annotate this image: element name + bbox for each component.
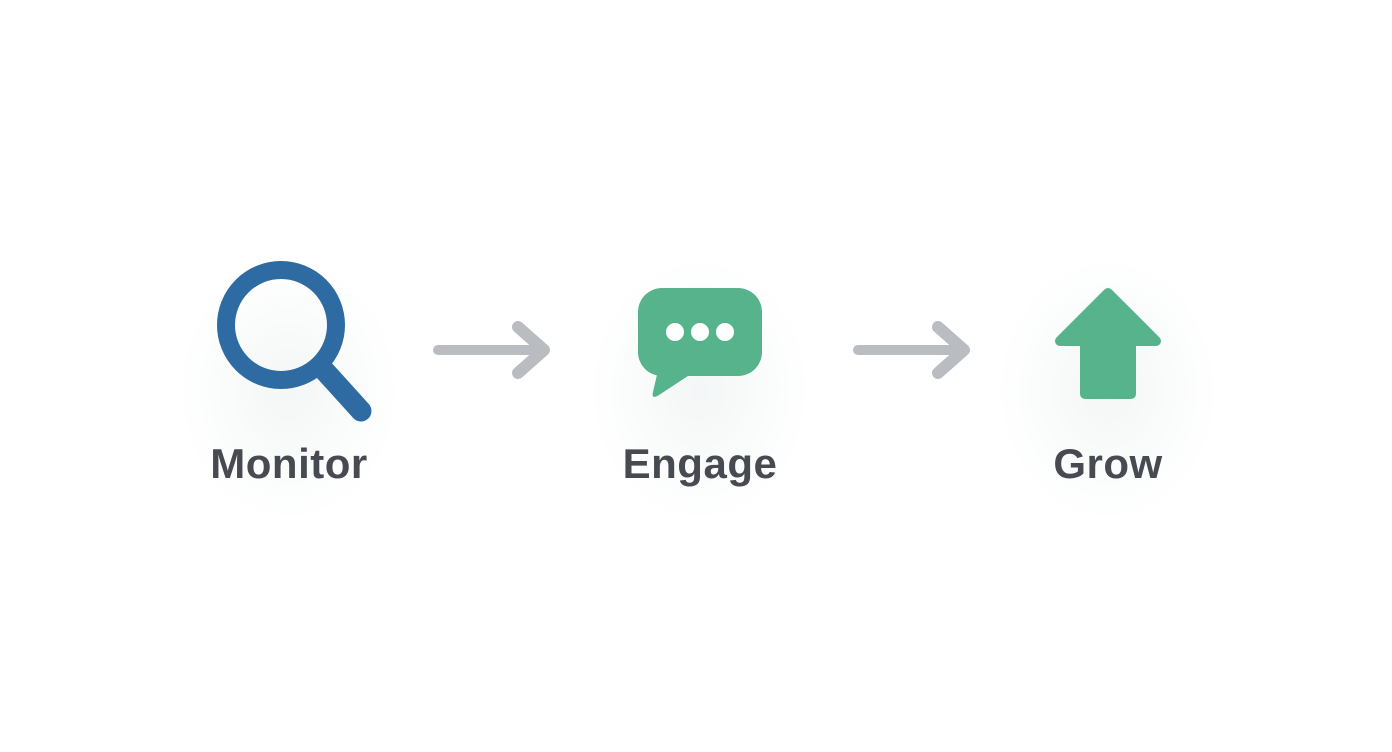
magnifier-icon [216,261,371,422]
right-arrow-icon [433,321,550,379]
monitor-icon-wrap [196,255,383,435]
step-grow: Grow [978,235,1238,545]
step-label-grow: Grow [1053,440,1163,487]
grow-icon-wrap [1052,255,1164,435]
step-engage: Engage [570,235,830,545]
engage-icon-wrap [635,255,765,435]
right-arrow-icon [853,321,970,379]
step-label-engage: Engage [622,440,778,487]
step-label-monitor: Monitor [210,440,368,487]
up-arrow-icon [1055,288,1161,399]
step-monitor: Monitor [159,235,419,545]
chat-bubble-icon [638,288,762,397]
